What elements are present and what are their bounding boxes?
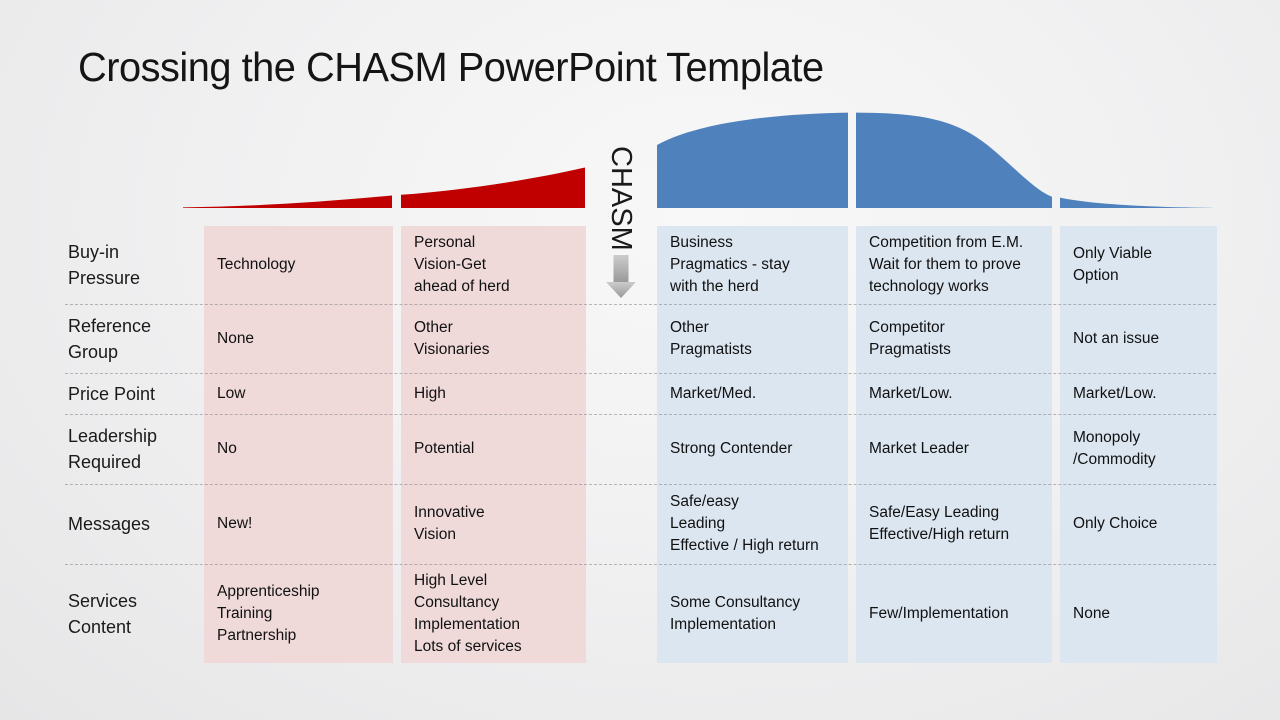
mainstream-curve-segment-1 [657, 112, 848, 208]
table-row-labels-column: Buy-in Pressure Reference Group Price Po… [68, 226, 200, 663]
table-cell: Market/Low. [1073, 384, 1157, 402]
table-cell: Business Pragmatics - stay with the herd [670, 234, 790, 295]
row-label-reference-group: Reference Group [68, 315, 152, 362]
row-label-services-content: Services Content [68, 590, 138, 637]
table-column-early-majority: Business Pragmatics - stay with the herd… [657, 226, 848, 663]
mainstream-curve-segment-3 [1060, 197, 1212, 208]
table-cell: Technology [217, 256, 296, 273]
table-cell: New! [217, 515, 253, 532]
table-cell: Apprenticeship Training Partnership [217, 582, 320, 644]
row-label-leadership-required: Leadership Required [68, 426, 158, 472]
table-cell: None [1073, 604, 1111, 622]
table-cell: Personal Vision-Get ahead of herd [414, 234, 510, 295]
table-cell: Low [217, 384, 246, 402]
slide-title: Crossing the CHASM PowerPoint Template [78, 44, 824, 90]
table-cell: None [217, 329, 255, 347]
table-cell: Innovative Vision [414, 504, 485, 543]
chasm-arrow-icon [606, 255, 636, 298]
early-market-curve-segment-2 [401, 167, 585, 208]
table-column-late-majority: Competition from E.M. Wait for them to p… [856, 226, 1052, 663]
chasm-label: CHASM [605, 146, 637, 251]
row-label-messages: Messages [68, 514, 151, 534]
early-market-curve-segment-1 [183, 195, 392, 208]
table-cell: Few/Implementation [869, 604, 1009, 622]
table-cell: Not an issue [1073, 329, 1160, 347]
table-cell: Only Choice [1073, 515, 1158, 532]
table-cell: Strong Contender [670, 440, 793, 457]
table-column-innovators: Technology None Low No New! Apprenticesh… [204, 226, 393, 663]
table-cell: Other Pragmatists [670, 318, 752, 358]
table-cell: Competitor Pragmatists [869, 318, 951, 358]
table-cell: Potential [414, 440, 475, 457]
table-cell: Competition from E.M. Wait for them to p… [869, 234, 1024, 295]
table-cell: Some Consultancy Implementation [670, 593, 801, 633]
row-label-price-point: Price Point [68, 383, 156, 404]
table-cell: Safe/easy Leading Effective / High retur… [670, 493, 819, 554]
table-cell: Safe/Easy Leading Effective/High return [869, 504, 1010, 543]
table-cell: Monopoly /Commodity [1073, 429, 1156, 468]
mainstream-curve-segment-2 [856, 112, 1052, 208]
row-label-buy-in-pressure: Buy-in Pressure [68, 242, 141, 288]
table-cell: High [414, 384, 446, 402]
table-cell: Market Leader [869, 440, 969, 457]
table-cell: High Level Consultancy Implementation Lo… [414, 571, 522, 655]
table-cell: Only Viable Option [1073, 245, 1152, 284]
table-column-early-adopters: Personal Vision-Get ahead of herd Other … [401, 226, 586, 663]
table-column-laggards: Only Viable Option Not an issue Market/L… [1060, 226, 1217, 663]
table-cell: No [217, 440, 237, 457]
table-cell: Market/Med. [670, 384, 757, 402]
table-cell: Other Visionaries [414, 318, 490, 358]
table-cell: Market/Low. [869, 384, 953, 402]
